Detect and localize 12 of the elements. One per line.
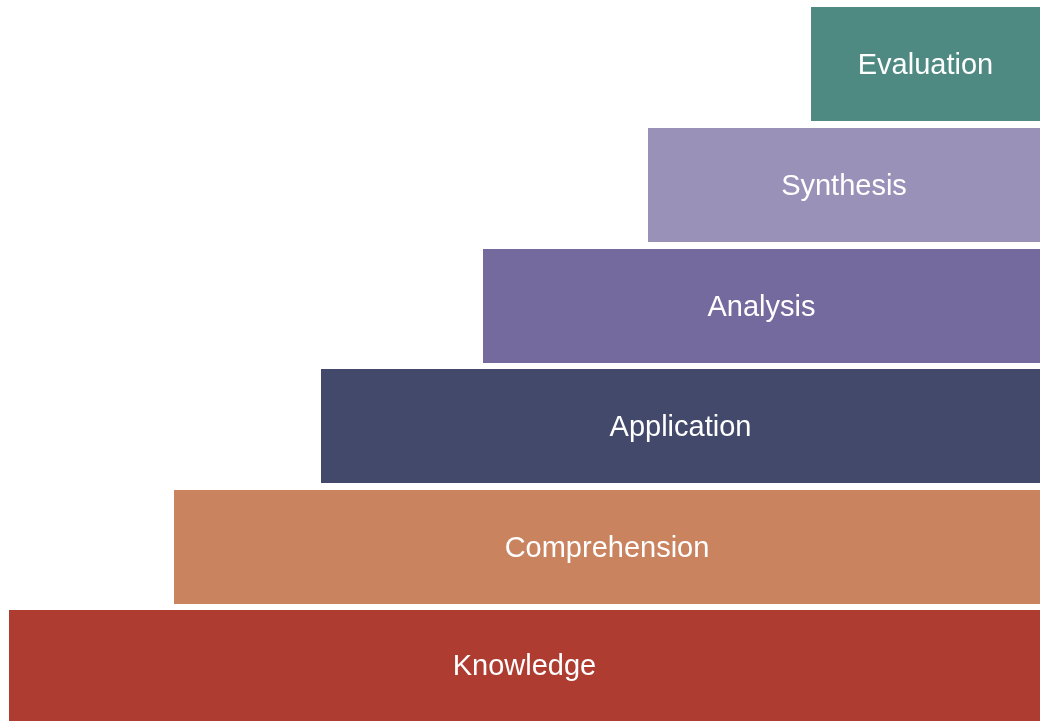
step-label: Synthesis bbox=[781, 168, 907, 202]
step-bar bbox=[9, 610, 1040, 721]
step-label: Evaluation bbox=[857, 47, 994, 81]
step-bar bbox=[483, 249, 1040, 363]
step-label: Comprehension bbox=[504, 530, 710, 564]
step-label: Knowledge bbox=[452, 649, 597, 682]
step-bar bbox=[811, 7, 1040, 121]
step-label: Application bbox=[609, 409, 752, 443]
step-bar bbox=[174, 490, 1040, 604]
step-bar bbox=[648, 128, 1040, 242]
step-label: Analysis bbox=[707, 289, 816, 323]
step-bar bbox=[321, 369, 1040, 483]
